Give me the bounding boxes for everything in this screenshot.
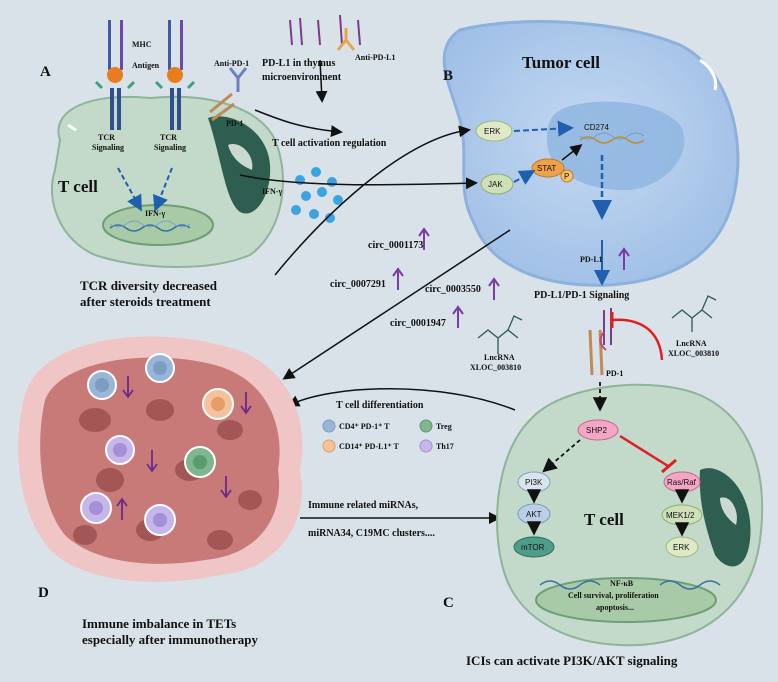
circ-label-3: circ_0003550 — [425, 284, 481, 295]
tcr-label-left-2: Signaling — [92, 143, 124, 152]
tcr-receptor-left — [94, 20, 136, 130]
pd1-label-c: PD-1 — [606, 369, 623, 378]
circ-label-1: circ_0001173 — [368, 240, 423, 251]
anti-pdl1-antibody-icon — [336, 28, 356, 51]
panel-label-a: A — [40, 64, 51, 80]
ifn-gamma-molecules — [291, 167, 343, 223]
pdl1-label-b: PD-L1 — [580, 255, 603, 264]
anti-pd1-antibody-icon — [209, 67, 248, 122]
stat-label: STAT — [537, 164, 556, 173]
immune-cells — [80, 353, 234, 536]
legend-label-cd14: CD14⁺ PD-L1⁺ T — [339, 442, 400, 451]
panel-c-t-cell — [496, 383, 764, 647]
tumor-cell-label: Tumor cell — [522, 53, 600, 72]
stat-node — [531, 158, 565, 178]
mek-label: MEK1/2 — [666, 511, 695, 520]
thymus-title-1: PD-L1 in thymus — [262, 58, 335, 69]
mhc-label: MHC — [132, 40, 152, 49]
lncrna-left-2: XLOC_003810 — [470, 363, 521, 372]
lncrna-structure-left — [477, 315, 523, 354]
jak-label: JAK — [488, 180, 503, 189]
tcr-label-right-2: Signaling — [154, 143, 186, 152]
shp2-node — [577, 419, 619, 441]
akt-label: AKT — [526, 510, 542, 519]
t-cell-label-c: T cell — [584, 510, 624, 529]
legend-swatch-cd14 — [322, 439, 336, 453]
panel-label-c: C — [443, 595, 454, 611]
regulation-label: T cell activation regulation — [272, 138, 387, 149]
thymus-title-2: microenvironment — [262, 72, 342, 83]
nfkb-label: NF-κB — [610, 579, 634, 588]
nucleus-text-2: apoptosis... — [596, 603, 634, 612]
shp2-label: SHP2 — [586, 426, 607, 435]
erk-node — [475, 120, 513, 142]
anti-pd1-label: Anti-PD-1 — [214, 59, 249, 68]
anti-pdl1-label: Anti-PD-L1 — [355, 53, 395, 62]
ifn-label-a: IFN-γ — [145, 209, 165, 218]
legend-swatch-cd4 — [322, 419, 336, 433]
cell-change-arrows — [116, 376, 252, 520]
pi3k-label: PI3K — [525, 478, 543, 487]
tcr-label-left-1: TCR — [98, 133, 115, 142]
caption-a-line2: after steroids treatment — [80, 294, 211, 309]
differentiation-title: T cell differentiation — [336, 400, 424, 411]
tcr-label-right-1: TCR — [160, 133, 177, 142]
mirna-line-1: Immune related miRNAs, — [308, 500, 419, 511]
legend-label-th17: Th17 — [436, 442, 454, 451]
lncrna-structure-right — [671, 295, 717, 332]
pd1-pdl1-complex — [588, 308, 612, 376]
tcr-receptor-right — [154, 20, 196, 130]
erk-label-c: ERK — [673, 543, 690, 552]
legend-swatch-treg — [419, 419, 433, 433]
lncrna-right-2: XLOC_003810 — [668, 349, 719, 358]
pd1-label-a: PD-1 — [226, 119, 243, 128]
phospho-node — [560, 169, 574, 183]
t-cell-label-a: T cell — [58, 177, 98, 196]
erk-label: ERK — [484, 127, 501, 136]
mtor-node — [513, 536, 555, 558]
p-label: P — [564, 172, 569, 181]
cd274-label: CD274 — [584, 123, 609, 132]
caption-d-line1: Immune imbalance in TETs — [82, 616, 236, 631]
lncrna-left-1: LncRNA — [484, 353, 515, 362]
mtor-label: mTOR — [521, 543, 545, 552]
legend-label-treg: Treg — [436, 422, 452, 431]
ifn-gamma-label: IFN-γ — [262, 187, 282, 196]
signaling-label: PD-L1/PD-1 Signaling — [534, 290, 629, 301]
jak-node — [480, 173, 514, 195]
nucleus-text-1: Cell survival, proliferation — [568, 591, 659, 600]
mirna-line-2: miRNA34, C19MC clusters.... — [308, 528, 435, 539]
circ-label-2: circ_0007291 — [330, 279, 386, 290]
legend-label-cd4: CD4⁺ PD-1⁺ T — [339, 422, 390, 431]
panel-label-d: D — [38, 585, 49, 601]
panel-label-b: B — [443, 68, 453, 84]
upregulation-arrows — [392, 227, 630, 328]
caption-a-line1: TCR diversity decreased — [80, 278, 218, 293]
lncrna-inhibition-line — [611, 318, 664, 361]
antigen-label: Antigen — [132, 61, 160, 70]
lncrna-right-1: LncRNA — [676, 339, 707, 348]
erk-node-c — [665, 536, 699, 558]
thymus-pdl1-molecules — [289, 14, 361, 46]
caption-d-line2: especially after immunotherapy — [82, 632, 258, 647]
ras-raf-label: Ras/Raf — [667, 478, 697, 487]
circ-label-4: circ_0001947 — [390, 318, 446, 329]
panel-b-tumor-cell — [442, 20, 740, 287]
legend-swatch-th17 — [419, 439, 433, 453]
caption-c: ICIs can activate PI3K/AKT signaling — [466, 653, 678, 668]
